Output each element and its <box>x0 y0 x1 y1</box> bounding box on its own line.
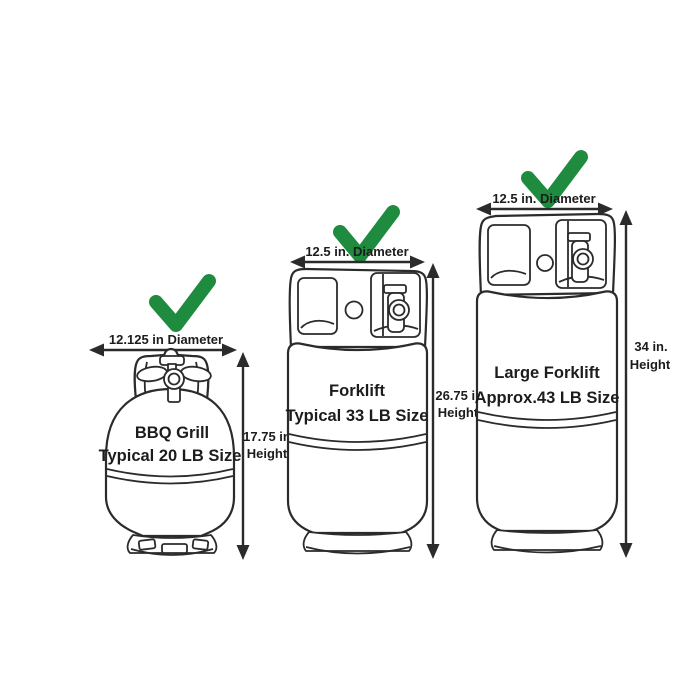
tank-body <box>104 387 236 538</box>
valve-cap <box>383 284 407 294</box>
body-seam-line <box>477 411 617 421</box>
collar-port-hole <box>536 254 554 272</box>
body-seam-line <box>106 468 234 478</box>
tank-name-line2: Typical 20 LB Size <box>99 447 242 465</box>
height-label-line2: Height <box>438 405 479 420</box>
tank-foot-ring <box>126 534 218 556</box>
collar-opening-floor-line <box>490 269 527 279</box>
diameter-label: 12.5 in. Diameter <box>492 191 595 206</box>
collar-opening-left <box>487 224 531 286</box>
foot-cutout <box>191 538 210 551</box>
valve-cap <box>567 232 591 242</box>
body-seam-line <box>288 441 427 451</box>
tank-name-line1: Large Forklift <box>494 364 600 382</box>
tank-name-line2: Approx.43 LB Size <box>475 389 620 407</box>
height-label-line2: Height <box>630 357 671 372</box>
tank-forklift: 12.5 in. Diameter 26.75 in. <box>286 205 487 559</box>
tank-foot-ring <box>490 529 604 554</box>
valve-knob-center <box>576 252 590 266</box>
diameter-dimension-bbq: 12.125 in Diameter <box>89 332 237 357</box>
foot-ring-lip <box>493 545 602 554</box>
arrow-right-icon <box>598 202 613 216</box>
height-label-line1: 17.75 in <box>243 429 291 444</box>
valve-knob-center <box>167 372 181 386</box>
tank-valve <box>567 232 594 283</box>
valve-knob-center <box>392 303 406 317</box>
checkmark-icon <box>333 205 400 263</box>
foot-cutout <box>137 538 157 551</box>
tank-foot-ring <box>302 531 413 555</box>
foot-cutout <box>161 543 188 554</box>
arrow-down-icon <box>236 545 250 560</box>
arrow-up-icon <box>619 210 633 225</box>
arrow-up-icon <box>236 352 250 367</box>
foot-ring-outline <box>490 529 604 551</box>
height-label-line2: Height <box>247 446 288 461</box>
foot-ring-outline <box>302 531 413 552</box>
checkmark-icon <box>149 274 216 332</box>
tank-name-line1: BBQ Grill <box>135 424 209 442</box>
height-dimension-bbq: 17.75 in Height <box>236 352 291 560</box>
tank-bbq-grill: 12.125 in Diameter <box>89 274 291 560</box>
tank-valve <box>136 355 212 403</box>
arrow-down-icon <box>619 543 633 558</box>
diameter-label: 12.5 in. Diameter <box>305 244 408 259</box>
tank-large-forklift: 12.5 in. Diameter 34 in. <box>475 150 671 558</box>
arrow-right-icon <box>222 343 237 357</box>
arrow-up-icon <box>426 263 440 278</box>
arrow-down-icon <box>426 544 440 559</box>
tank-valve <box>383 284 410 333</box>
tank-name-line1: Forklift <box>329 382 385 400</box>
foot-ring-lip <box>130 548 214 556</box>
arrow-left-icon <box>476 202 491 216</box>
body-seam-line <box>288 433 427 443</box>
height-dimension-forklift: 26.75 in. Height <box>426 263 487 559</box>
arrow-left-icon <box>290 255 305 269</box>
collar-port-hole <box>344 300 364 320</box>
arrow-left-icon <box>89 343 104 357</box>
body-seam-line <box>477 419 617 429</box>
collar-opening-left <box>297 277 338 335</box>
diameter-label: 12.125 in Diameter <box>109 332 223 347</box>
height-dimension-large: 34 in. Height <box>619 210 671 558</box>
arrow-right-icon <box>410 255 425 269</box>
checkmark-icon <box>521 150 588 208</box>
height-label-line1: 26.75 in. <box>435 388 486 403</box>
tank-body <box>286 342 429 535</box>
body-seam-line <box>106 475 234 485</box>
diameter-dimension-forklift: 12.5 in. Diameter <box>290 244 425 269</box>
height-label-line1: 34 in. <box>634 339 667 354</box>
foot-ring-lip <box>305 546 411 555</box>
diameter-dimension-large: 12.5 in. Diameter <box>476 191 613 216</box>
collar-opening-floor-line <box>300 319 335 329</box>
tank-body <box>475 290 619 533</box>
tank-name-line2: Typical 33 LB Size <box>286 407 429 425</box>
